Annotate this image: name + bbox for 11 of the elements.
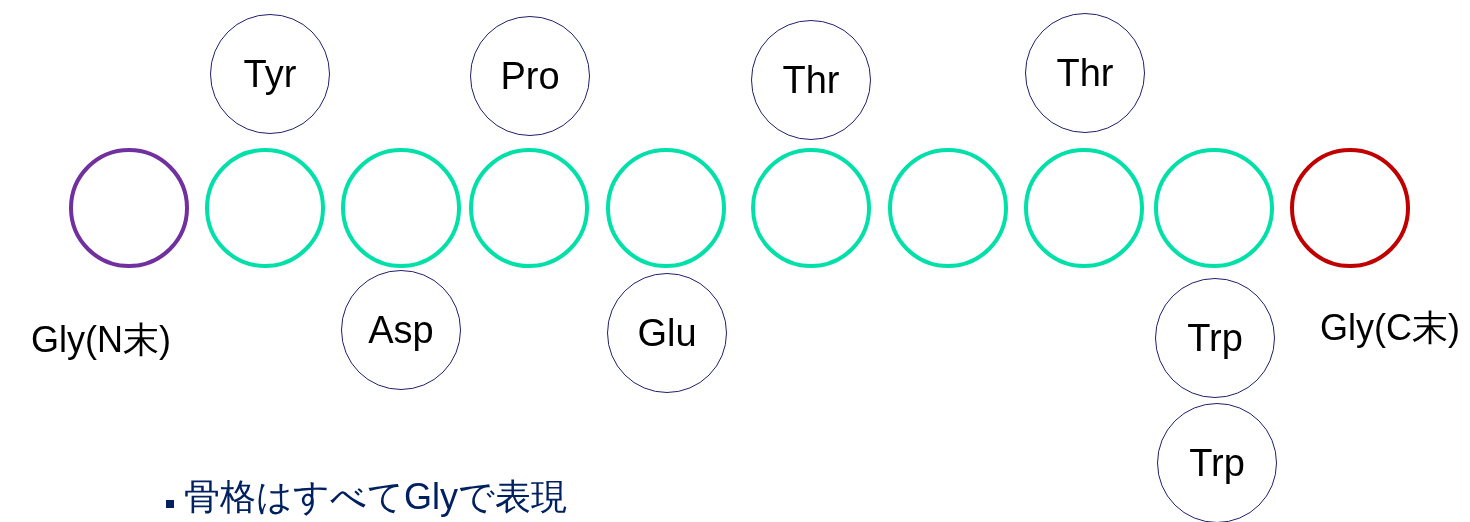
backbone-circle	[341, 148, 461, 268]
backbone-circle	[1154, 148, 1274, 268]
backbone-circle	[469, 148, 589, 268]
terminal-label: Gly(N末)	[31, 318, 171, 362]
backbone-circle	[751, 148, 871, 268]
note-text: 骨格はすべてGlyで表現	[184, 476, 567, 518]
backbone-circle	[1024, 148, 1144, 268]
backbone-circle	[606, 148, 726, 268]
terminal-label: Gly(C末)	[1320, 306, 1460, 350]
backbone-circle	[888, 148, 1008, 268]
backbone-circle	[205, 148, 325, 268]
